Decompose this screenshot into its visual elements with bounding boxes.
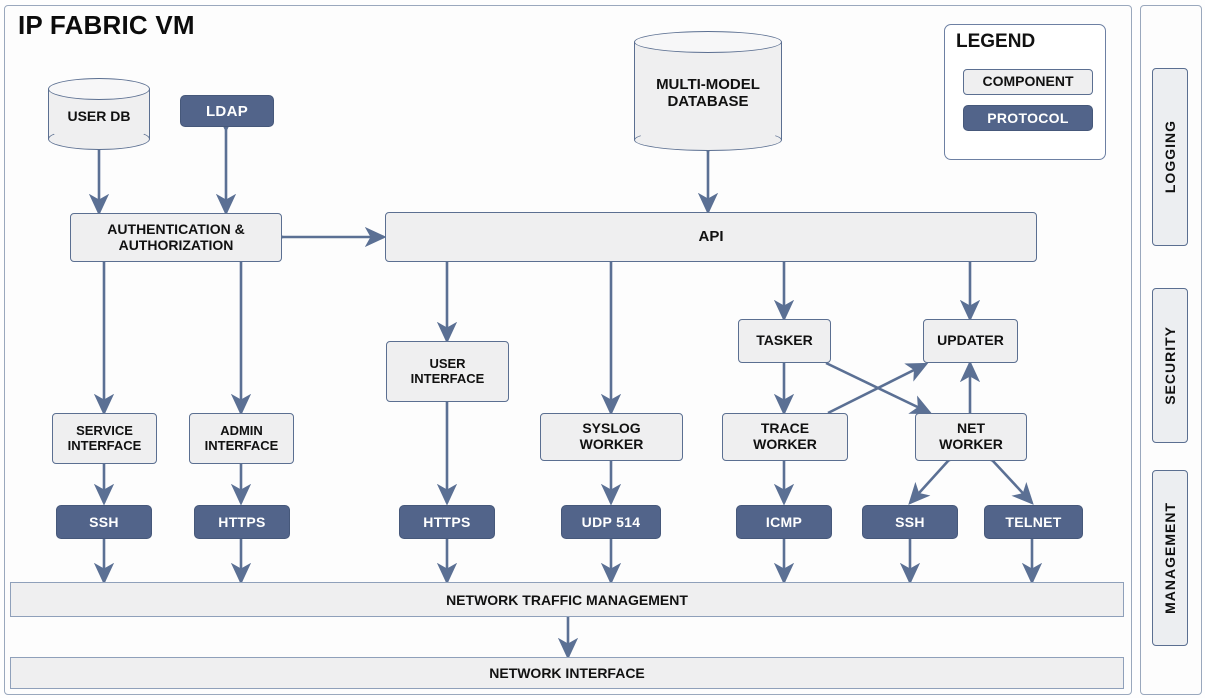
component-service-interface[interactable]: SERVICE INTERFACE <box>52 413 157 464</box>
protocol-ldap[interactable]: LDAP <box>180 95 274 127</box>
mmdb-line-1: MULTI-MODEL <box>656 76 760 94</box>
wire-net-worker-ssh <box>908 439 969 505</box>
component-syslog-worker[interactable]: SYSLOG WORKER <box>540 413 683 461</box>
multi-model-database-label: MULTI-MODEL DATABASE <box>634 31 782 151</box>
component-tasker[interactable]: TASKER <box>738 319 831 363</box>
user-db-cylinder[interactable]: USER DB <box>48 78 150 150</box>
component-api[interactable]: API <box>385 212 1037 262</box>
component-trace-worker[interactable]: TRACE WORKER <box>722 413 848 461</box>
side-tab-security[interactable]: SECURITY <box>1152 288 1188 443</box>
bar-network-interface[interactable]: NETWORK INTERFACE <box>10 657 1124 689</box>
side-tab-management-label: MANAGEMENT <box>1162 502 1178 614</box>
protocol-icmp[interactable]: ICMP <box>736 505 832 539</box>
wire-trace-worker-updater <box>827 362 929 415</box>
side-tab-management[interactable]: MANAGEMENT <box>1152 470 1188 646</box>
legend-protocol-swatch: PROTOCOL <box>963 105 1093 131</box>
side-tab-security-label: SECURITY <box>1162 326 1178 405</box>
user-db-label: USER DB <box>67 108 131 125</box>
protocol-https-user[interactable]: HTTPS <box>399 505 495 539</box>
protocol-telnet[interactable]: TELNET <box>984 505 1083 539</box>
component-net-worker[interactable]: NET WORKER <box>915 413 1027 461</box>
syslog-worker-line-2: WORKER <box>579 436 644 452</box>
page-title: IP FABRIC VM <box>18 10 195 40</box>
bar-network-traffic-management[interactable]: NETWORK TRAFFIC MANAGEMENT <box>10 582 1124 617</box>
net-worker-line-2: WORKER <box>939 436 1003 452</box>
cylinder-top <box>634 31 782 53</box>
protocol-https-admin[interactable]: HTTPS <box>194 505 290 539</box>
user-interface-line-2: INTERFACE <box>410 370 485 386</box>
auth-line-2: AUTHORIZATION <box>118 236 234 253</box>
service-interface-line-2: INTERFACE <box>67 437 142 453</box>
cylinder-body <box>634 42 782 140</box>
protocol-ssh-net[interactable]: SSH <box>862 505 958 539</box>
protocol-udp-514[interactable]: UDP 514 <box>561 505 661 539</box>
legend-panel: LEGEND COMPONENT PROTOCOL <box>944 24 1106 160</box>
component-authentication-authorization[interactable]: AUTHENTICATION & AUTHORIZATION <box>70 213 282 262</box>
cylinder-top <box>48 78 150 100</box>
admin-interface-line-1: ADMIN <box>220 422 263 438</box>
protocol-ssh-service[interactable]: SSH <box>56 505 152 539</box>
multi-model-database-cylinder[interactable]: MULTI-MODEL DATABASE <box>634 31 782 151</box>
mmdb-line-2: DATABASE <box>667 93 749 110</box>
auth-line-1: AUTHENTICATION & <box>107 220 245 237</box>
side-tab-logging[interactable]: LOGGING <box>1152 68 1188 246</box>
user-interface-line-1: USER <box>429 355 466 371</box>
component-user-interface[interactable]: USER INTERFACE <box>386 341 509 402</box>
admin-interface-line-2: INTERFACE <box>204 437 279 453</box>
legend-component-swatch: COMPONENT <box>963 69 1093 95</box>
wire-net-worker-telnet <box>972 440 1034 505</box>
side-tab-logging-label: LOGGING <box>1162 120 1178 194</box>
trace-worker-line-2: WORKER <box>753 436 817 452</box>
net-worker-line-1: NET <box>957 420 985 437</box>
component-updater[interactable]: UPDATER <box>923 319 1018 363</box>
trace-worker-line-1: TRACE <box>760 420 810 437</box>
service-interface-line-1: SERVICE <box>76 422 133 438</box>
legend-title: LEGEND <box>956 31 1036 52</box>
syslog-worker-line-1: SYSLOG <box>582 420 641 437</box>
component-admin-interface[interactable]: ADMIN INTERFACE <box>189 413 294 464</box>
